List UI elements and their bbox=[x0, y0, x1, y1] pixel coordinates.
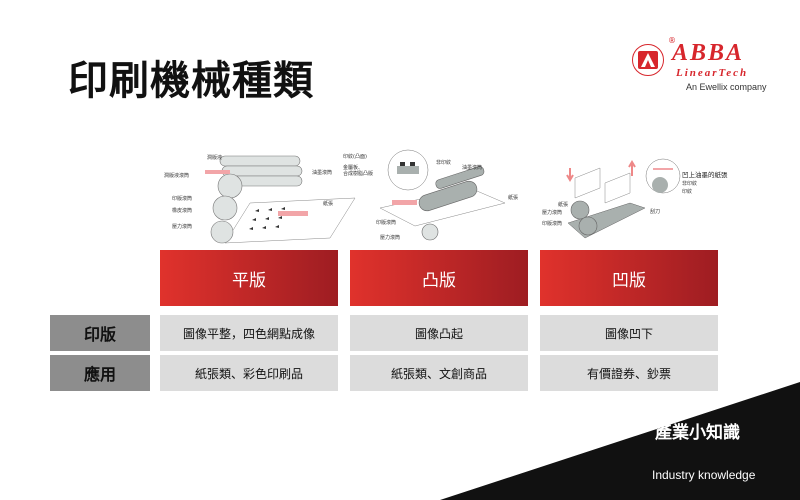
footer-title: 產業小知識 bbox=[655, 423, 740, 443]
diagram-label: 非印紋 bbox=[436, 159, 451, 166]
diagram-label: 壓力滾筒 bbox=[542, 209, 562, 216]
diagram-label: 印版滾筒 bbox=[172, 195, 192, 202]
table-cell: 圖像凸起 bbox=[350, 315, 528, 351]
table-cell: 紙張類、文創商品 bbox=[350, 355, 528, 391]
table-cell: 圖像凹下 bbox=[540, 315, 718, 351]
diagram-label: 金屬板、 bbox=[343, 164, 363, 171]
diagram-label: 壓力滾筒 bbox=[380, 234, 400, 241]
lithographic-press-diagram: 潤版液 潤版液滾筒 油墨滾筒 印版滾筒 橡皮滾筒 壓力滾筒 紙張 bbox=[160, 148, 360, 244]
diagram-label: 印版滾筒 bbox=[542, 220, 562, 227]
intaglio-press-diagram: 紙張 壓力滾筒 印版滾筒 凹上油墨的紙張 非印紋 印紋 刮刀 bbox=[540, 148, 728, 243]
row-label-plate: 印版 bbox=[50, 315, 150, 351]
diagram-label: 潤版液 bbox=[207, 154, 222, 161]
diagram-label: 非印紋 bbox=[682, 180, 697, 187]
footer-subtitle: Industry knowledge bbox=[652, 468, 756, 482]
diagram-label: 紙張 bbox=[558, 201, 568, 208]
logo-brand: ABBA bbox=[672, 40, 745, 66]
diagram-label: 凹上油墨的紙張 bbox=[682, 170, 728, 179]
page-title: 印刷機械種類 bbox=[68, 58, 314, 104]
table-cell: 紙張類、彩色印刷品 bbox=[160, 355, 338, 391]
column-header-relief: 凸版 bbox=[350, 250, 528, 306]
diagram-label: 刮刀 bbox=[650, 208, 660, 215]
table-cell: 有價證券、鈔票 bbox=[540, 355, 718, 391]
diagram-label: 紙張 bbox=[508, 194, 518, 201]
diagram-label: 印版滾筒 bbox=[376, 219, 396, 226]
column-header-lithographic: 平版 bbox=[160, 250, 338, 306]
table-cell: 圖像平整，四色網點成像 bbox=[160, 315, 338, 351]
diagram-label: 合成樹脂凸版 bbox=[343, 170, 373, 177]
logo-subtitle: An Ewellix company bbox=[686, 82, 767, 92]
column-header-intaglio: 凹版 bbox=[540, 250, 718, 306]
relief-press-diagram: 印紋(凸面) 非印紋 金屬板、 合成樹脂凸版 油墨滾筒 紙張 印版滾筒 壓力滾筒 bbox=[340, 148, 530, 243]
diagram-label: 潤版液滾筒 bbox=[164, 172, 189, 179]
diagram-label: 油墨滾筒 bbox=[462, 164, 482, 171]
registered-mark: ® bbox=[668, 36, 676, 45]
diagram-label: 印紋(凸面) bbox=[343, 153, 367, 160]
diagram-label: 油墨滾筒 bbox=[312, 169, 332, 176]
diagram-label: 壓力滾筒 bbox=[172, 223, 192, 230]
diagram-label: 紙張 bbox=[323, 200, 333, 207]
diagram-label: 印紋 bbox=[682, 188, 692, 195]
diagram-label: 橡皮滾筒 bbox=[172, 207, 192, 214]
abba-logo-icon bbox=[632, 44, 664, 76]
company-logo: ® ABBA LinearTech An Ewellix company bbox=[630, 36, 775, 96]
logo-tagline: LinearTech bbox=[676, 67, 749, 79]
row-label-application: 應用 bbox=[50, 355, 150, 391]
